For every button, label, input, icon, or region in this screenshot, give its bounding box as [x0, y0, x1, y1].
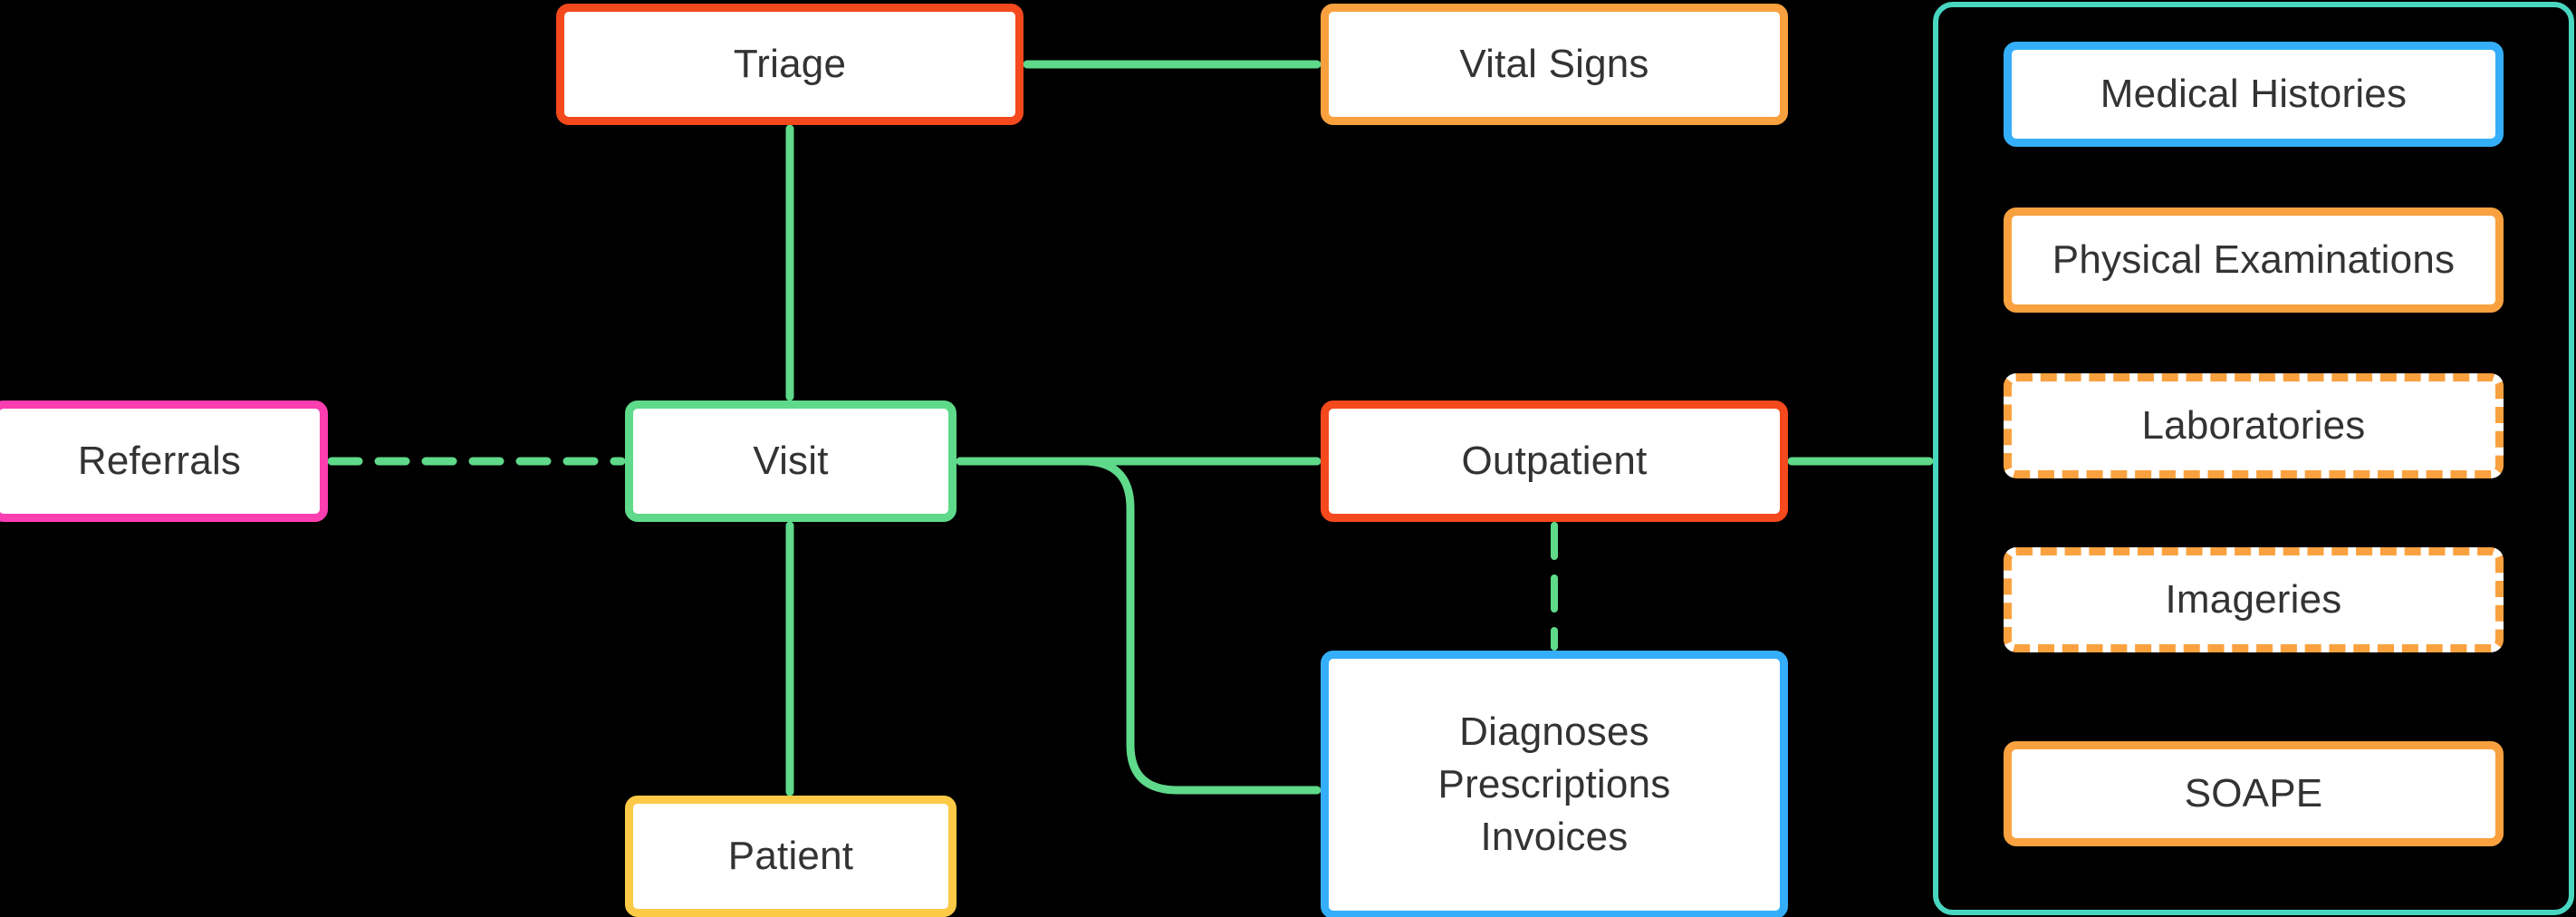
node-visit[interactable]: Visit — [625, 401, 956, 522]
node-imageries[interactable]: Imageries — [2004, 547, 2504, 652]
node-label: Outpatient — [1461, 438, 1648, 483]
node-label: SOAPE — [2184, 770, 2323, 816]
node-diagnoses[interactable]: Diagnoses Prescriptions Invoices — [1321, 651, 1788, 917]
node-label: Laboratories — [2141, 402, 2366, 448]
edge-visit-diagnoses — [956, 457, 1322, 795]
node-medical-histories[interactable]: Medical Histories — [2004, 42, 2504, 147]
node-vital-signs[interactable]: Vital Signs — [1321, 4, 1788, 125]
node-outpatient[interactable]: Outpatient — [1321, 401, 1788, 522]
node-label: Imageries — [2165, 576, 2342, 622]
node-laboratories[interactable]: Laboratories — [2004, 373, 2504, 478]
node-label: Physical Examinations — [2052, 236, 2456, 282]
node-physical-examinations[interactable]: Physical Examinations — [2004, 208, 2504, 313]
clinical-records-group — [1933, 2, 2574, 915]
node-soape[interactable]: SOAPE — [2004, 741, 2504, 846]
node-label: Vital Signs — [1459, 41, 1649, 86]
node-label: Triage — [733, 41, 847, 86]
node-label: Visit — [753, 438, 829, 483]
node-label: Patient — [727, 833, 854, 878]
node-label: Diagnoses Prescriptions Invoices — [1437, 709, 1671, 860]
node-label: Referrals — [77, 438, 242, 483]
node-referrals[interactable]: Referrals — [0, 401, 328, 522]
node-patient[interactable]: Patient — [625, 796, 956, 917]
node-label: Medical Histories — [2100, 71, 2408, 116]
node-triage[interactable]: Triage — [556, 4, 1024, 125]
